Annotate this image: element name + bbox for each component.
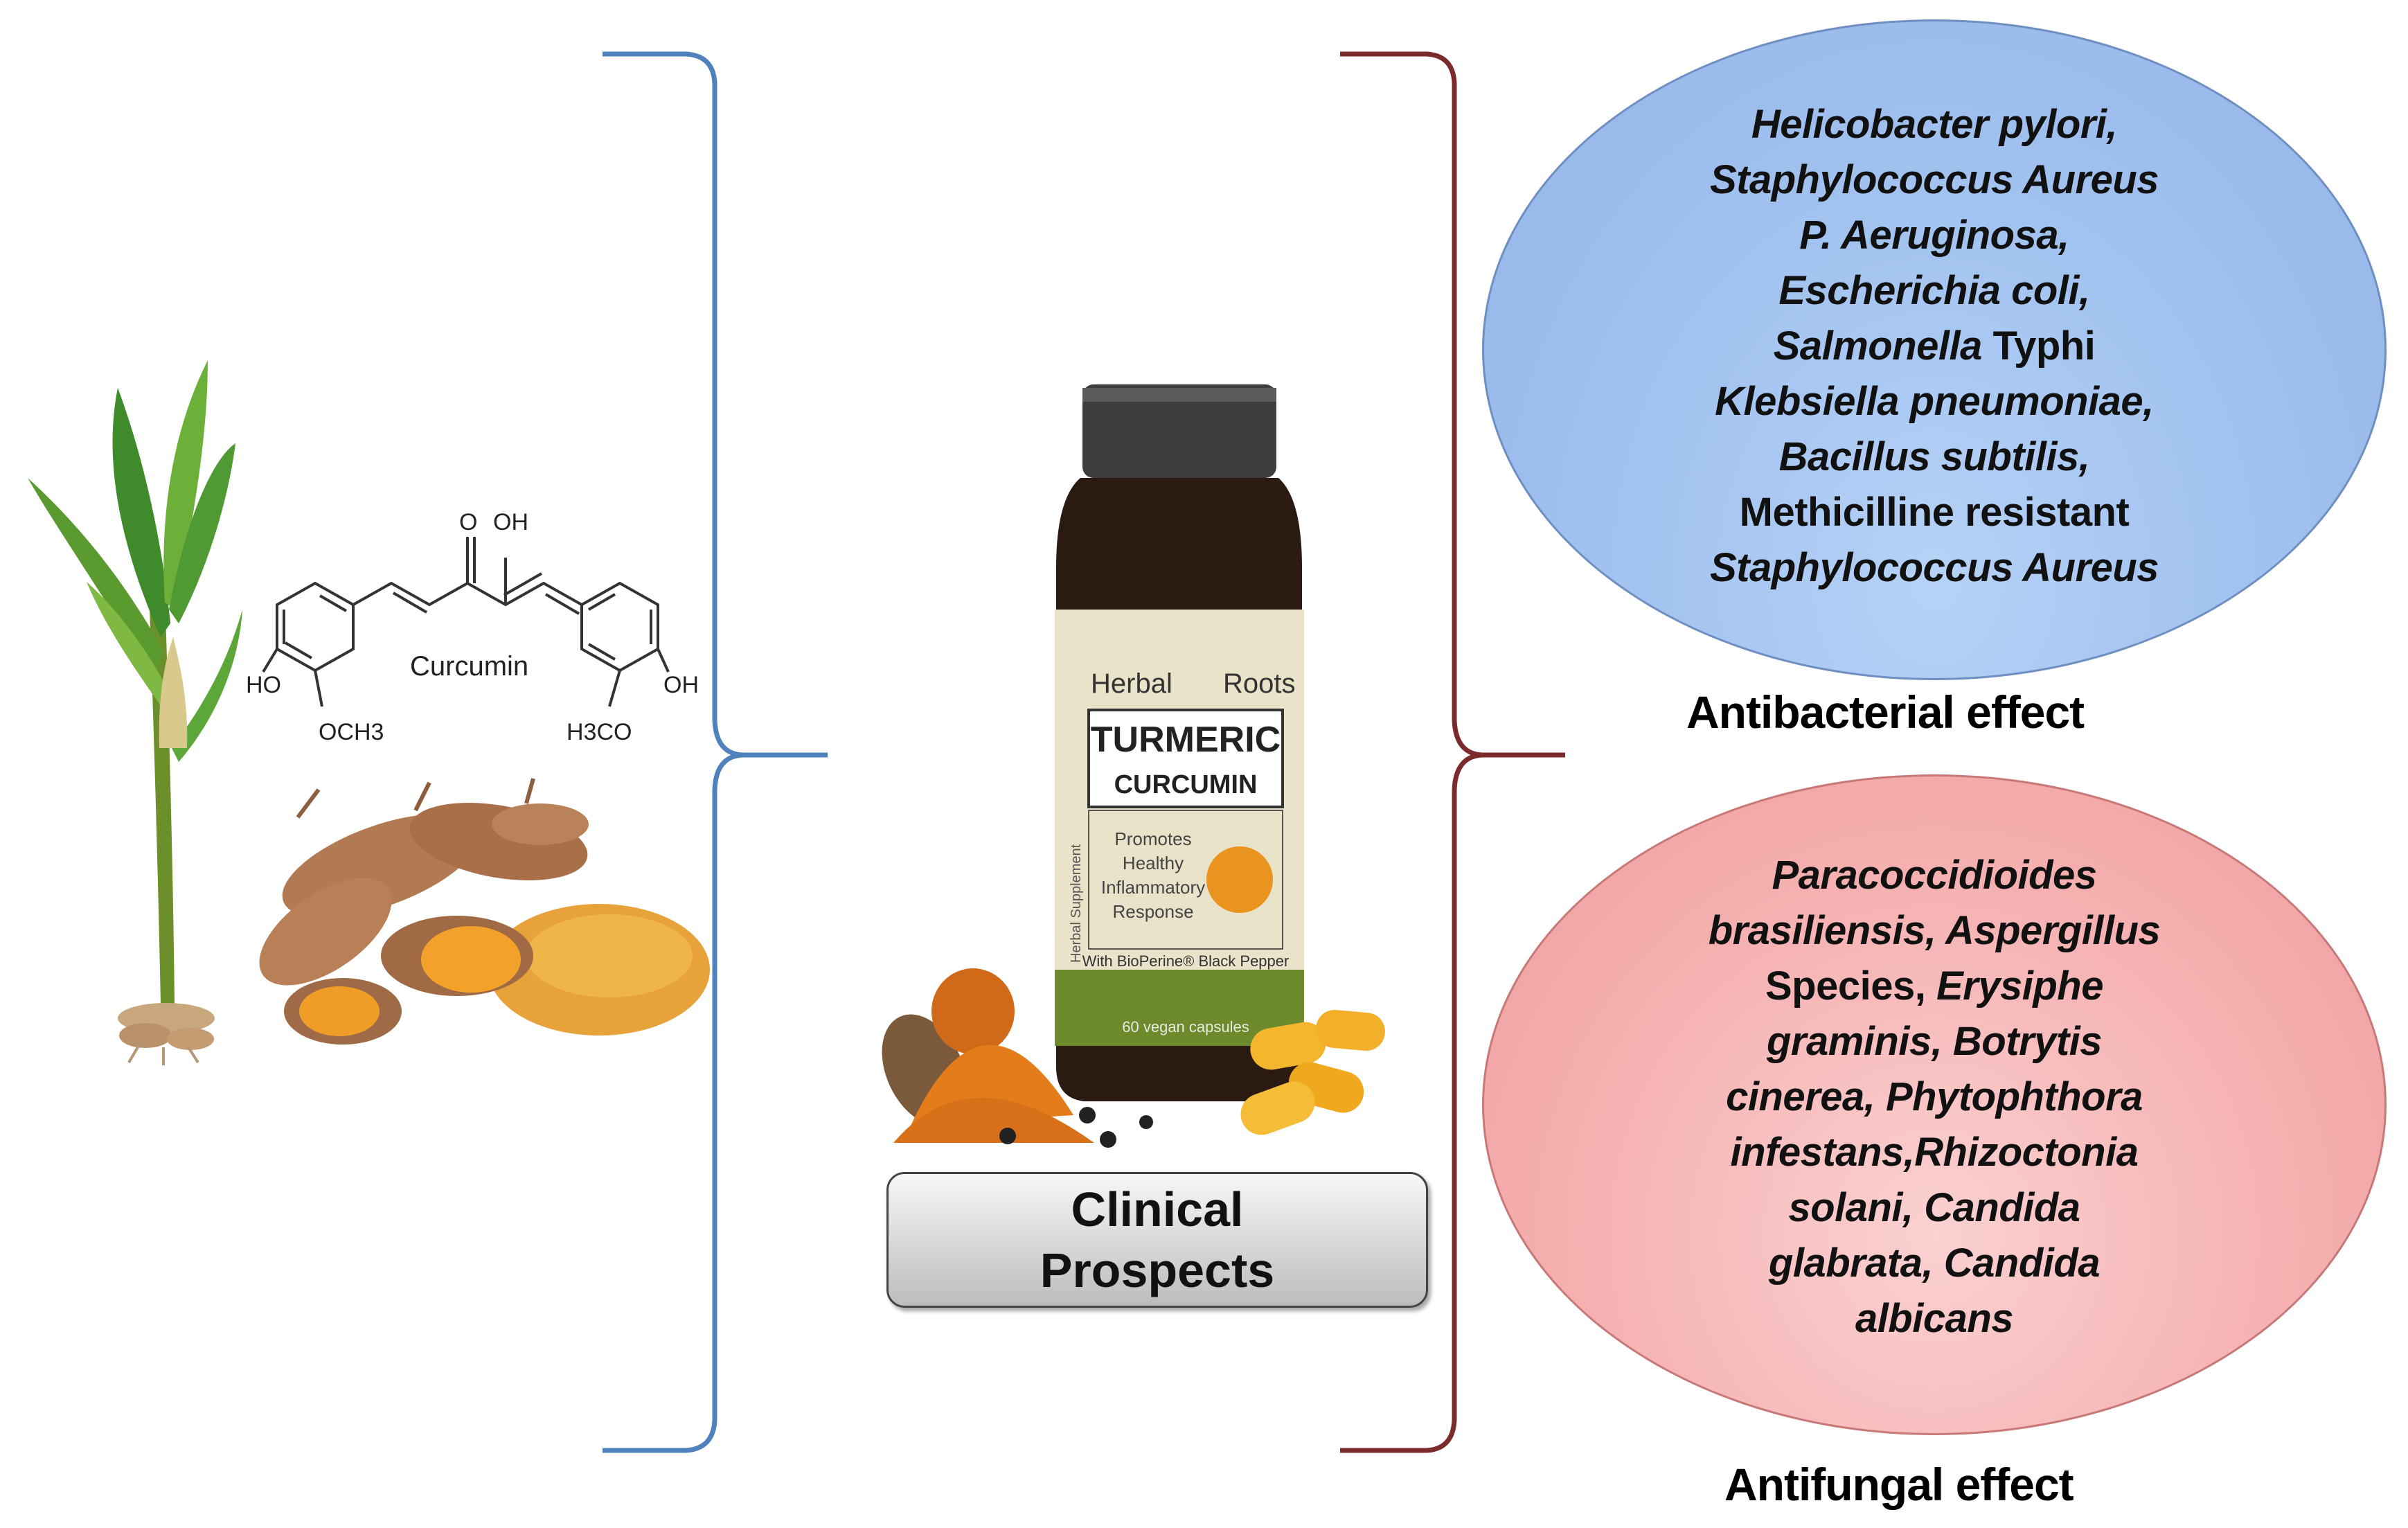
atom-o: O (459, 509, 477, 535)
bottle-side: Herbal Supplement (1069, 844, 1084, 963)
bottle-footer: With BioPerine® Black Pepper (1082, 952, 1290, 970)
antifungal-line-3-plain: Species, (1765, 963, 1936, 1009)
antifungal-line-1: Paracoccidioides (1772, 853, 2097, 898)
bottle-title: TURMERIC (1091, 720, 1281, 760)
left-brace (603, 51, 828, 1453)
atom-oh-right: OH (663, 672, 699, 698)
clinical-prospects-line-1: Clinical (1071, 1182, 1244, 1236)
antibacterial-line-4: Escherichia coli, (1778, 268, 2090, 313)
bottle-brand-left: Herbal (1091, 668, 1172, 699)
curcumin-structure-labels: O OH HO OH OCH3 H3CO Curcumin (246, 509, 699, 745)
antibacterial-line-5: Salmonella Typhi (1482, 319, 2387, 374)
antifungal-line-3: Species, Erysiphe (1482, 959, 2387, 1014)
antibacterial-ellipse (1482, 19, 2387, 680)
antifungal-ellipse (1482, 774, 2387, 1435)
antifungal-line-8: glabrata, Candida (1768, 1241, 2101, 1286)
antifungal-organism-list: Paracoccidioides brasiliensis, Aspergill… (1482, 848, 2387, 1347)
antibacterial-line-2: Staphylococcus Aureus (1709, 157, 2159, 202)
right-brace (1340, 51, 1565, 1453)
bottle-claim-2: Healthy (1123, 853, 1184, 873)
curcumin-structure (262, 537, 670, 707)
antibacterial-line-7: Bacillus subtilis, (1778, 434, 2090, 479)
antibacterial-effect-label: Antibacterial effect (1686, 686, 2085, 738)
antibacterial-line-3: P. Aeruginosa, (1799, 213, 2069, 258)
bottle-claim-1: Promotes (1114, 828, 1191, 849)
antibacterial-line-8: Methicilline resistant (1739, 490, 2130, 535)
bottle-claim-3: Inflammatory (1101, 877, 1205, 898)
antifungal-line-2: brasiliensis, Aspergillus (1708, 908, 2161, 953)
bottle-label-text: Herbal Roots TURMERIC CURCUMIN Promotes … (1069, 668, 1296, 1036)
antifungal-line-6: infestans,Rhizoctonia (1730, 1130, 2139, 1175)
bottle-subtitle: CURCUMIN (1114, 770, 1258, 799)
antibacterial-line-5-plain: Typhi (1981, 323, 2096, 368)
clinical-prospects-line-2: Prospects (1040, 1243, 1275, 1297)
antifungal-effect-label: Antifungal effect (1724, 1459, 2074, 1510)
antifungal-line-5: cinerea, Phytophthora (1726, 1074, 2143, 1119)
bottle-count: 60 vegan capsules (1122, 1018, 1249, 1036)
antibacterial-organism-list: Helicobacter pylori, Staphylococcus Aure… (1482, 97, 2387, 596)
antibacterial-line-6: Klebsiella pneumoniae, (1715, 379, 2154, 424)
antifungal-line-3-italic: Erysiphe (1936, 963, 2104, 1009)
bottle-brand-right: Roots (1223, 668, 1296, 699)
antifungal-line-9: albicans (1855, 1296, 2014, 1341)
antibacterial-line-5-italic: Salmonella (1773, 323, 1983, 368)
structure-name: Curcumin (410, 651, 528, 682)
antibacterial-line-9: Staphylococcus Aureus (1709, 545, 2159, 590)
atom-oh: OH (493, 509, 528, 535)
bottle-claim-4: Response (1112, 901, 1193, 922)
supplement-bottle-illustration (882, 384, 1385, 1148)
clinical-prospects-box: Clinical Prospects (886, 1172, 1428, 1308)
antifungal-line-4: graminis, Botrytis (1766, 1019, 2103, 1064)
turmeric-plant-illustration (28, 360, 242, 1065)
antifungal-line-7: solani, Candida (1788, 1185, 2080, 1230)
turmeric-roots-illustration (259, 778, 710, 1045)
atom-och3: OCH3 (319, 719, 384, 745)
atom-h3co: H3CO (567, 719, 632, 745)
atom-ho: HO (246, 672, 281, 698)
antibacterial-line-1: Helicobacter pylori, (1751, 102, 2118, 147)
